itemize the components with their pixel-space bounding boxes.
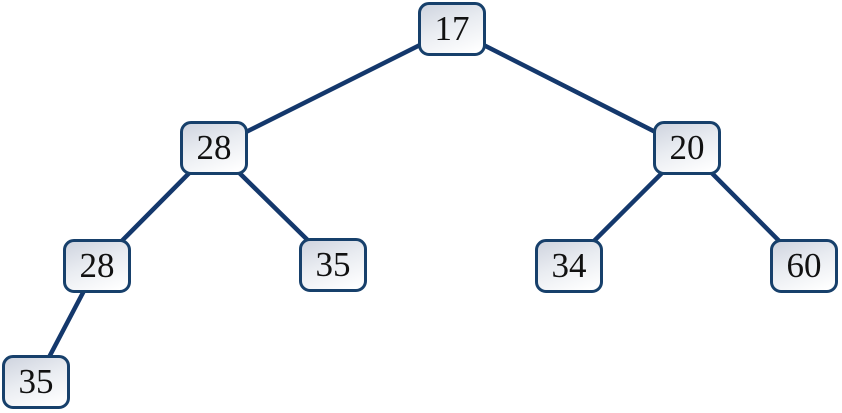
tree-node-left: 28 — [180, 121, 248, 175]
tree-edge-root-to-left — [211, 26, 455, 151]
tree-node-label: 34 — [551, 245, 587, 285]
tree-node-label: 28 — [79, 245, 115, 285]
tree-edge-root-to-right — [449, 26, 690, 151]
tree-node-label: 17 — [434, 8, 470, 48]
tree-node-right: 20 — [653, 121, 721, 175]
tree-node-label: 60 — [786, 245, 822, 285]
tree-node-right-right: 60 — [770, 239, 838, 293]
tree-node-label: 35 — [315, 244, 351, 284]
tree-node-root: 17 — [418, 2, 486, 56]
tree-node-left-left-left: 35 — [2, 355, 70, 409]
tree-node-left-left: 28 — [63, 239, 131, 293]
tree-node-right-left: 34 — [535, 239, 603, 293]
tree-node-label: 20 — [669, 127, 705, 167]
tree-node-left-right: 35 — [299, 238, 367, 292]
tree-node-label: 35 — [18, 361, 54, 401]
tree-node-label: 28 — [196, 127, 232, 167]
